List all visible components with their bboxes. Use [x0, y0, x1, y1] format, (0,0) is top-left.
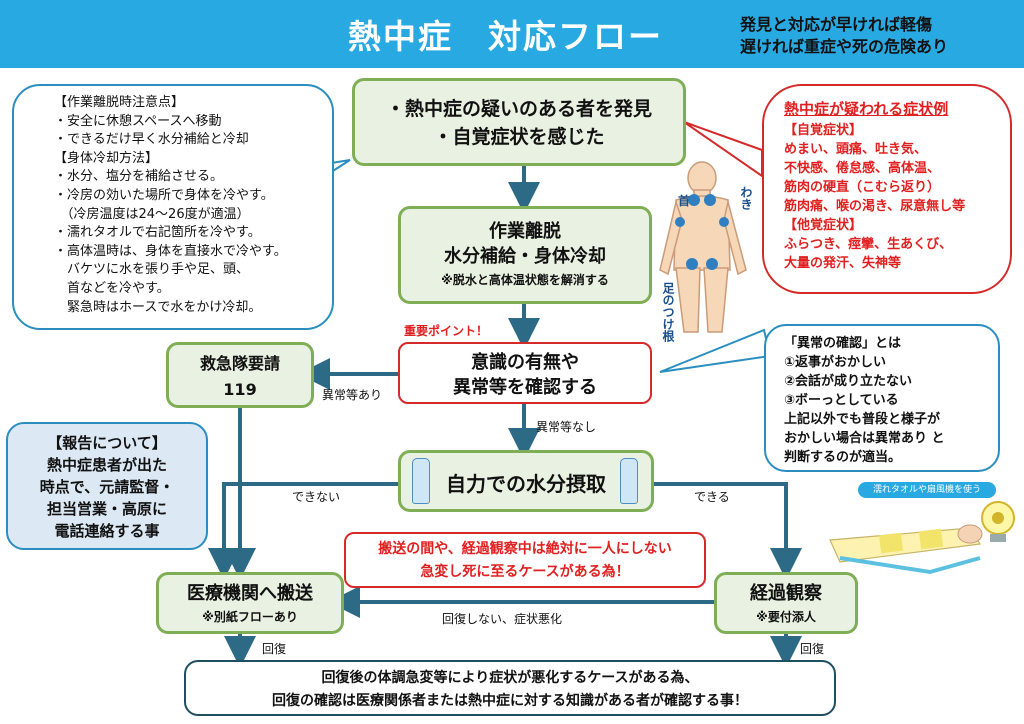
note-line: 【身体冷却方法】 — [54, 150, 159, 166]
cooling-person-illustration — [829, 501, 1015, 575]
step-self-hydration: 自力での水分摂取 — [398, 450, 654, 512]
body-figure-illustration — [659, 161, 747, 333]
symptom-line: ふらつき、痙攣、生あくび、 — [784, 237, 953, 252]
step-discover: ・熱中症の疑いのある者を発見 ・自覚症状を感じた — [352, 78, 686, 166]
note-line: ・冷房の効いた場所で身体を冷やす。 — [54, 187, 274, 203]
abnormal-line: ①返事がおかしい — [784, 355, 887, 370]
figure-label-armpit: わき — [739, 186, 753, 210]
symptom-line: 【他覚症状】 — [784, 218, 863, 233]
report-line: 電話連絡する事 — [54, 522, 160, 540]
note-line: ・濡れタオルで右記箇所を冷やす。 — [54, 225, 261, 241]
observation: 経過観察 ※要付添人 — [714, 572, 858, 634]
note-line: 緊急時はホースで水をかけ冷却。 — [54, 299, 262, 315]
medical-transport: 医療機関へ搬送 ※別紙フローあり — [156, 572, 344, 634]
report-line: 熱中症患者が出た — [46, 456, 167, 474]
abnormal-definition-bubble: 「異常の確認」とは ①返事がおかしい ②会話が成り立たない ③ボーっとしている … — [764, 324, 1000, 472]
step-withdraw-note: ※脱水と高体温状態を解消する — [441, 273, 609, 287]
report-instructions: 【報告について】 熱中症患者が出た 時点で、元請監督・ 担当営業・高原に 電話連… — [6, 422, 208, 550]
slogan-line-1: 発見と対応が早ければ軽傷 — [740, 15, 933, 34]
symptom-line: 筋肉痛、喉の渇き、尿意無し等 — [784, 199, 966, 214]
page-title: 熱中症 対応フロー — [348, 17, 663, 56]
observation-line-1: 経過観察 — [750, 583, 822, 604]
medical-note: ※別紙フローあり — [202, 610, 298, 624]
figure-label-groin: 足のつけ根 — [661, 282, 675, 342]
note-line: ・水分、塩分を補給させる。 — [54, 169, 224, 185]
note-line: ・高体温時は、身体を直接水で冷やす。 — [54, 243, 287, 259]
report-line: 担当営業・高原に — [46, 500, 167, 518]
note-line: （冷房温度は24～26度が適温） — [54, 206, 250, 222]
abnormal-line: ②会話が成り立たない — [784, 374, 913, 389]
slogan-line-2: 遅ければ重症や死の危険あり — [740, 37, 949, 56]
symptom-line: 筋肉の硬直（こむら返り） — [784, 180, 941, 195]
abnormal-line: 判断するのが適当。 — [784, 450, 902, 465]
step-discover-line-2: ・自覚症状を感じた — [433, 126, 605, 148]
water-bottle-icon — [620, 458, 638, 504]
warning-line-1: 搬送の間や、経過観察中は絶対に一人にしない — [378, 541, 672, 557]
warning-never-alone: 搬送の間や、経過観察中は絶対に一人にしない 急変し死に至るケースがある為！ — [344, 532, 706, 588]
edge-label-can: できる — [694, 490, 730, 504]
edge-label-cannot: できない — [292, 490, 341, 504]
note-line: バケツに水を張り手や足、頭、 — [54, 262, 250, 278]
step-check-consciousness: 意識の有無や 異常等を確認する — [398, 342, 652, 404]
ambulance-request: 救急隊要請 119 — [166, 342, 314, 408]
step-check-line-2: 異常等を確認する — [453, 377, 597, 398]
report-line: 【報告について】 — [47, 434, 167, 452]
abnormal-line: おかしい場合は異常あり と — [784, 431, 945, 446]
abnormal-line: 上記以外でも普段と様子が — [784, 412, 941, 427]
step-self-hydration-label: 自力での水分摂取 — [446, 472, 606, 496]
water-bottle-icon — [412, 458, 430, 504]
edge-label-not-recovered: 回復しない、症状悪化 — [442, 612, 563, 626]
step-withdraw: 作業離脱 水分補給・身体冷却 ※脱水と高体温状態を解消する — [398, 206, 652, 304]
title-banner — [0, 0, 1024, 68]
symptom-line: 大量の発汗、失神等 — [784, 256, 902, 271]
figure-label-neck: 首 — [678, 194, 691, 208]
edge-label-abnormal-no: 異常等なし — [536, 420, 597, 434]
cooling-notes-bubble: 【作業離脱時注意点】 ・安全に休憩スペースへ移動 ・できるだけ早く水分補給と冷却… — [12, 84, 334, 330]
ambulance-line-1: 救急隊要請 — [199, 354, 280, 373]
warning-line-2: 急変し死に至るケースがある為！ — [420, 564, 630, 580]
abnormal-line: 「異常の確認」とは — [784, 336, 902, 351]
illustration-caption: 濡れタオルや扇風機を使う — [858, 482, 996, 498]
note-line: 【作業離脱時注意点】 — [54, 95, 185, 110]
ambulance-line-2: 119 — [223, 380, 257, 399]
medical-line-1: 医療機関へ搬送 — [187, 583, 313, 604]
recovery-confirmation-note: 回復後の体調急変等により症状が悪化するケースがある為、 回復の確認は医療関係者ま… — [184, 660, 836, 716]
important-point-label: 重要ポイント！ — [404, 324, 489, 338]
step-withdraw-line-1: 作業離脱 — [489, 221, 561, 242]
symptom-line: 【自覚症状】 — [784, 123, 863, 138]
report-line: 時点で、元請監督・ — [39, 478, 175, 496]
step-withdraw-line-2: 水分補給・身体冷却 — [444, 246, 606, 267]
symptoms-bubble: 熱中症が疑われる症状例 【自覚症状】 めまい、頭痛、吐き気、 不快感、倦怠感、高… — [762, 84, 1012, 294]
final-line-1: 回復後の体調急変等により症状が悪化するケースがある為、 — [321, 670, 699, 686]
edge-label-recovered-left: 回復 — [262, 642, 287, 656]
observation-note: ※要付添人 — [756, 610, 816, 624]
symptoms-list: 【自覚症状】 めまい、頭痛、吐き気、 不快感、倦怠感、高体温、 筋肉の硬直（こむ… — [784, 121, 1010, 273]
note-line: ・安全に休憩スペースへ移動 — [54, 113, 222, 129]
abnormal-line: ③ボーっとしている — [784, 393, 899, 408]
symptom-line: 不快感、倦怠感、高体温、 — [784, 161, 941, 176]
arrow-can-observe — [654, 482, 802, 580]
final-line-2: 回復の確認は医療関係者または熱中症に対する知識がある者が確認する事！ — [272, 693, 748, 709]
slogan: 発見と対応が早ければ軽傷 遅ければ重症や死の危険あり — [740, 14, 948, 58]
step-check-line-1: 意識の有無や — [471, 352, 579, 373]
symptoms-title: 熱中症が疑われる症状例 — [784, 100, 949, 118]
edge-label-recovered-right: 回復 — [800, 642, 825, 656]
edge-label-abnormal-yes: 異常等あり — [322, 388, 383, 402]
note-line: ・できるだけ早く水分補給と冷却 — [54, 132, 249, 148]
arrow-cannot-medical — [208, 482, 398, 580]
step-discover-line-1: ・熱中症の疑いのある者を発見 — [385, 98, 652, 120]
note-line: 首などを冷やす。 — [54, 280, 170, 296]
symptom-line: めまい、頭痛、吐き気、 — [784, 142, 928, 157]
